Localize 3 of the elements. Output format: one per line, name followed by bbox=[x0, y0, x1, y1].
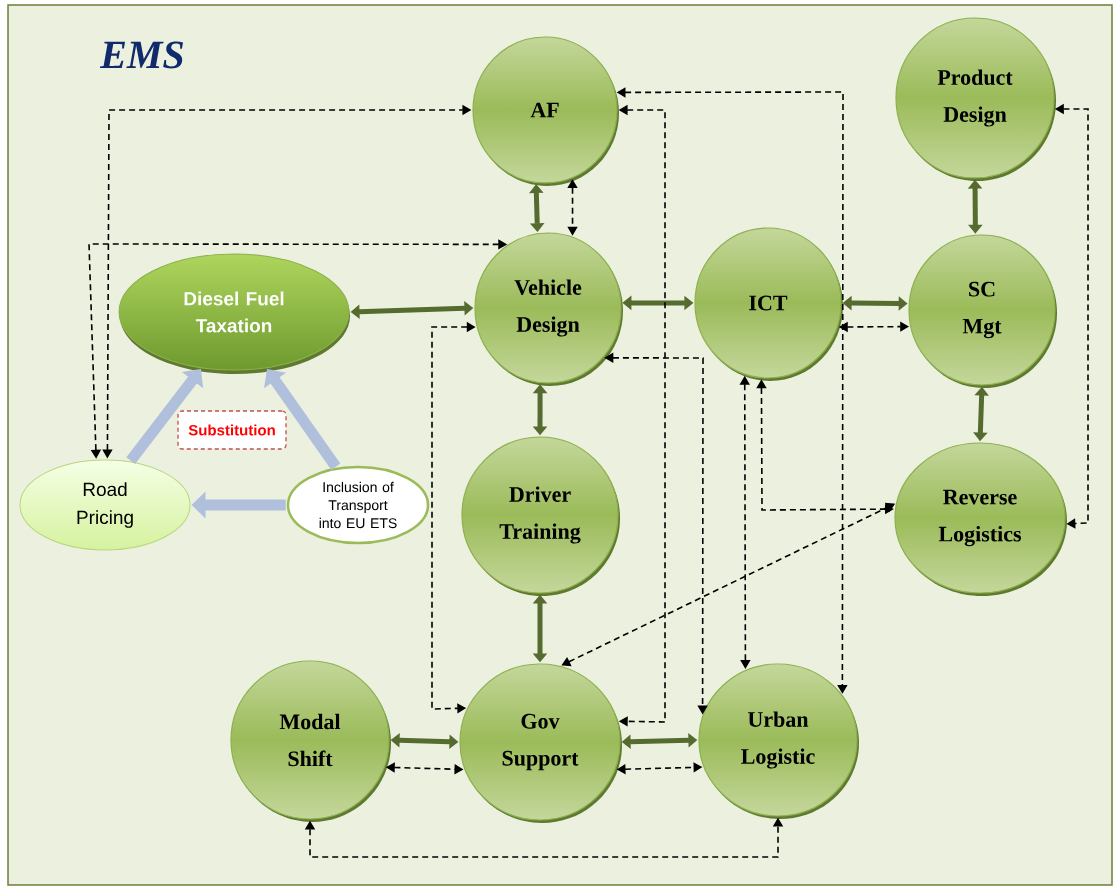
connector-arrow bbox=[264, 369, 341, 470]
diagram-title: EMS bbox=[99, 41, 183, 69]
dashed-label-box: Substitution bbox=[177, 410, 287, 450]
